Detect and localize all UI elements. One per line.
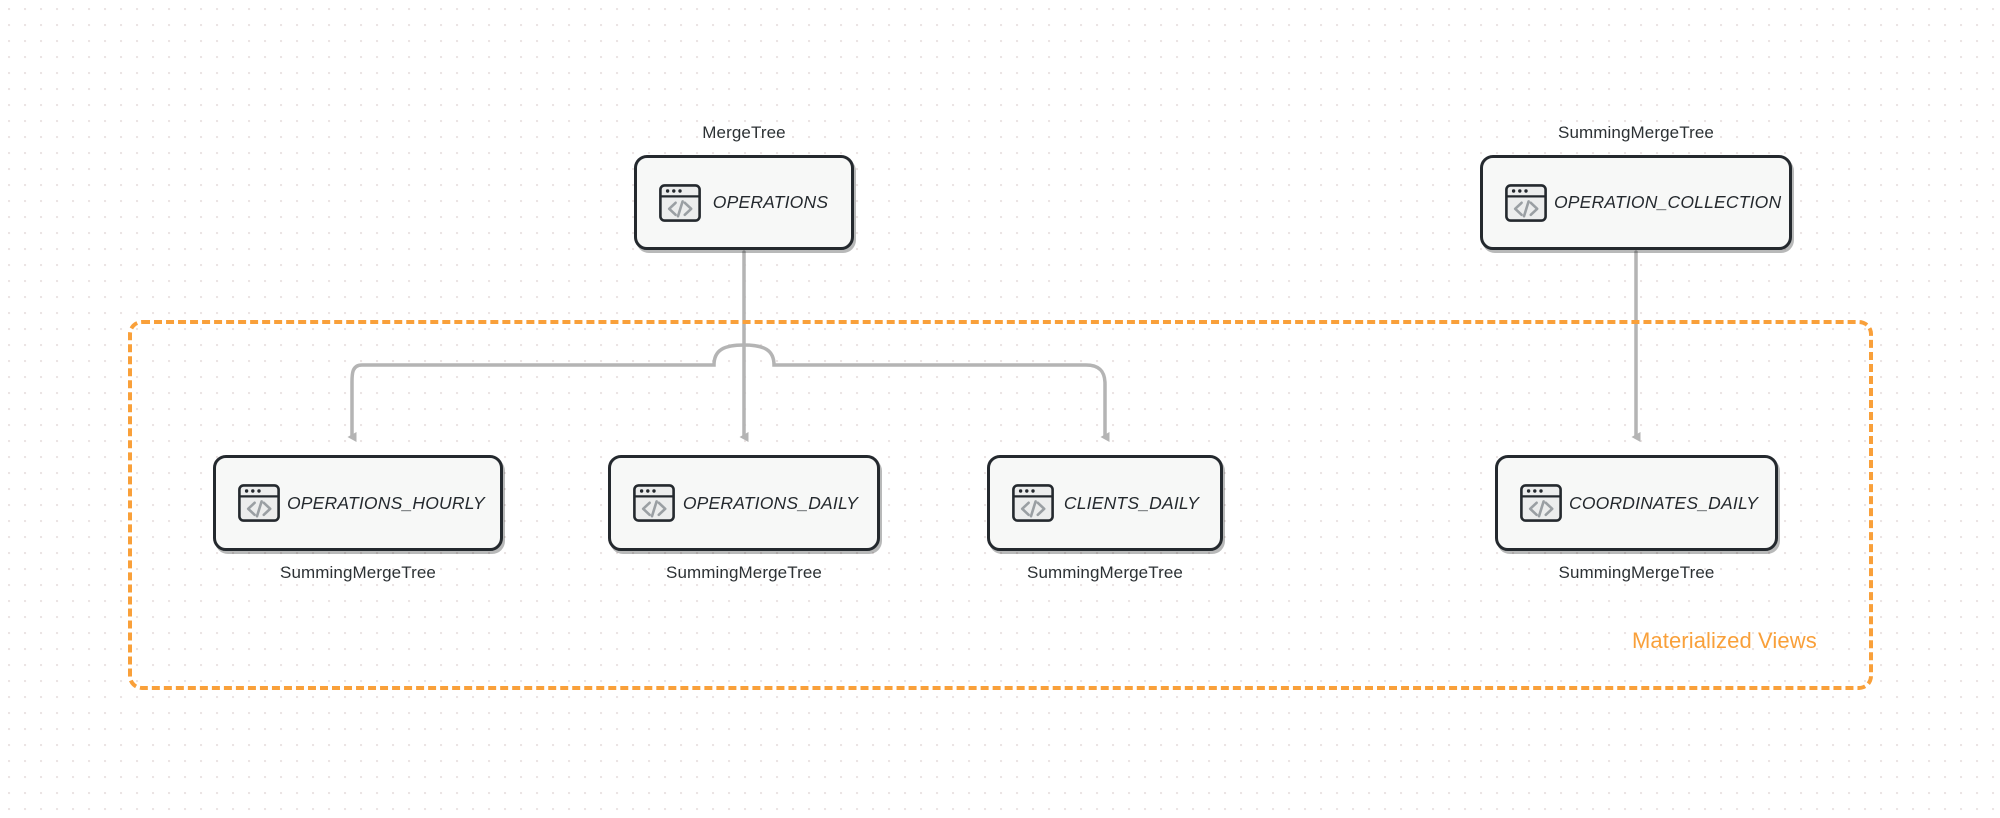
node-operation_collection[interactable]: OPERATION_COLLECTION bbox=[1480, 155, 1792, 250]
code-window-icon bbox=[238, 484, 280, 522]
engine-label-coordinates_daily: SummingMergeTree bbox=[1558, 563, 1715, 582]
node-operations[interactable]: OPERATIONS bbox=[634, 155, 854, 250]
engine-label-operations_hourly: SummingMergeTree bbox=[280, 563, 436, 582]
code-window-icon bbox=[659, 183, 701, 222]
engine-label-operation_collection: SummingMergeTree bbox=[1558, 123, 1714, 142]
node-title-coordinates_daily: COORDINATES_DAILY bbox=[1569, 492, 1759, 513]
node-title-operation_collection: OPERATION_COLLECTION bbox=[1554, 192, 1782, 212]
code-window-icon bbox=[1505, 183, 1547, 222]
engine-label-clients_daily: SummingMergeTree bbox=[1027, 563, 1183, 582]
node-title-operations: OPERATIONS bbox=[712, 192, 829, 212]
node-operations_hourly[interactable]: OPERATIONS_HOURLY bbox=[213, 455, 503, 551]
code-window-icon bbox=[1520, 484, 1562, 522]
materialized-views-group bbox=[128, 320, 1873, 690]
engine-label-operations: MergeTree bbox=[702, 123, 786, 142]
node-clients_daily[interactable]: CLIENTS_DAILY bbox=[987, 455, 1223, 551]
node-coordinates_daily[interactable]: COORDINATES_DAILY bbox=[1495, 455, 1778, 551]
code-window-icon bbox=[633, 484, 675, 522]
engine-label-operations_daily: SummingMergeTree bbox=[666, 563, 822, 582]
node-operations_daily[interactable]: OPERATIONS_DAILY bbox=[608, 455, 880, 551]
code-window-icon bbox=[1012, 484, 1054, 522]
node-title-operations_daily: OPERATIONS_DAILY bbox=[682, 492, 859, 513]
node-title-operations_hourly: OPERATIONS_HOURLY bbox=[287, 492, 485, 513]
materialized-views-group-label: Materialized Views bbox=[1632, 628, 1817, 653]
node-title-clients_daily: CLIENTS_DAILY bbox=[1063, 492, 1200, 513]
